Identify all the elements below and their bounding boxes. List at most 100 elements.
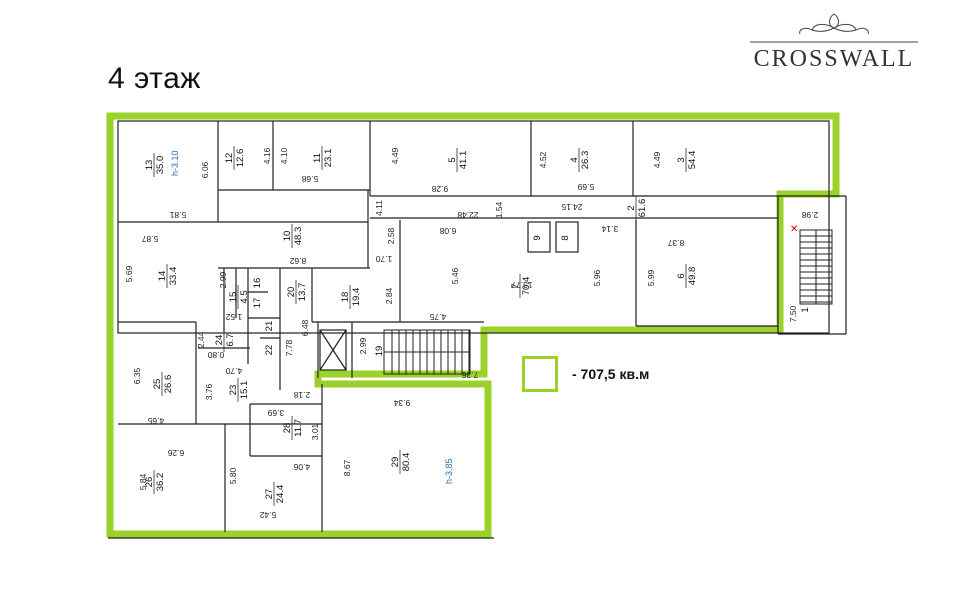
room-area: 54.4 — [687, 151, 698, 170]
room-label: 17 — [252, 298, 263, 309]
room-number: 25 — [152, 379, 163, 390]
dimension-label: 5.96 — [592, 269, 602, 286]
room-number: 4 — [569, 157, 580, 162]
room-label: 19 — [374, 346, 385, 357]
room-number: 7 — [510, 283, 521, 288]
room-label: 1 — [800, 307, 811, 312]
room-number: 1 — [800, 307, 811, 312]
room-number: 6 — [676, 273, 687, 278]
room-area: 15.1 — [239, 381, 250, 400]
room-area: 24.4 — [275, 485, 286, 504]
room-area: 41.1 — [458, 151, 469, 170]
logo-text: CROSSWALL — [753, 46, 915, 72]
room-number: 27 — [264, 489, 275, 500]
room-area: 13.7 — [297, 283, 308, 302]
room-label: 22 — [264, 345, 275, 356]
room-area: 80.4 — [401, 453, 412, 472]
dimension-label: 5.69 — [577, 182, 594, 192]
dimension-label: 3.69 — [267, 408, 284, 418]
dimension-label: 2.98 — [801, 210, 818, 220]
room-area: 11.7 — [293, 419, 304, 437]
room-area: 6.7 — [225, 333, 236, 346]
room-number: 22 — [264, 345, 275, 356]
dimension-label: 13.77 — [511, 280, 533, 290]
dimension-label: 2.99 — [358, 337, 368, 354]
dimension-label: 9.28 — [431, 184, 448, 194]
room-number: 15 — [228, 292, 239, 303]
dimension-label: 7.36 — [461, 370, 478, 380]
room-area: 19.4 — [351, 288, 362, 307]
room-number: 5 — [447, 157, 458, 162]
room-area: 35.0 — [155, 156, 166, 175]
room-area: 26.6 — [163, 375, 174, 394]
dimension-label: 2.18 — [293, 390, 310, 400]
room-area: 70.4 — [521, 277, 532, 296]
room-number: 17 — [252, 298, 263, 309]
dimension-label: 6.06 — [200, 161, 210, 178]
dimension-label: 1.54 — [494, 201, 504, 218]
room-number: 10 — [282, 231, 293, 242]
dimension-label: 2.58 — [386, 227, 396, 244]
dimension-label: 4.75 — [429, 312, 446, 322]
room-number: 28 — [282, 423, 293, 434]
dimension-label: 4.65 — [147, 416, 164, 426]
dimension-label: 4.52 — [538, 151, 548, 168]
room-number: 16 — [252, 278, 263, 289]
room-number: 13 — [144, 160, 155, 171]
room-number: 21 — [264, 321, 275, 332]
room-area: 33.4 — [168, 267, 179, 286]
room-area: 23.1 — [323, 149, 334, 168]
crosswall-logo: CROSSWALL — [748, 12, 920, 74]
dimension-label: 4.10 — [279, 147, 289, 164]
dimension-label: 5.81 — [169, 210, 186, 220]
room-number: 20 — [286, 287, 297, 298]
legend-area-text: - 707,5 кв.м — [572, 366, 650, 382]
dimension-label: 4.06 — [293, 462, 310, 472]
dimension-label: 5.68 — [301, 174, 318, 184]
floor-title: 4 этаж — [108, 62, 201, 95]
dimension-label: 24.15 — [561, 202, 583, 212]
stairs-icon — [383, 329, 471, 375]
room-area: 36.2 — [155, 473, 166, 492]
height-label-right: h-3.85 — [444, 458, 454, 484]
height-label-left: h-3.10 — [170, 150, 180, 176]
dimension-label: 3.76 — [204, 383, 214, 400]
room-number: 2 — [626, 205, 637, 210]
room-number: 3 — [676, 157, 687, 162]
dimension-label: 6.26 — [167, 448, 184, 458]
elevator-icon — [319, 329, 347, 371]
room-label: 8 — [560, 235, 571, 240]
dimension-label: 0.80 — [207, 350, 224, 360]
dimension-label: 6.08 — [439, 226, 456, 236]
fire-exit-marker-icon: ✕ — [790, 224, 798, 235]
dimension-label: 2.44 — [196, 331, 206, 348]
room-number: 23 — [228, 385, 239, 396]
legend-swatch — [522, 356, 558, 392]
room-area: 49.8 — [687, 267, 698, 286]
room-area: 48.3 — [293, 227, 304, 246]
room-number: 18 — [340, 292, 351, 303]
dimension-label: 1.70 — [375, 254, 392, 264]
dimension-label: 22.48 — [457, 210, 479, 220]
dimension-label: 8.37 — [667, 238, 684, 248]
room-number: 26 — [144, 477, 155, 488]
dimension-label: 2.99 — [218, 271, 228, 288]
dimension-label: 5.69 — [124, 265, 134, 282]
room-number: 24 — [214, 335, 225, 346]
